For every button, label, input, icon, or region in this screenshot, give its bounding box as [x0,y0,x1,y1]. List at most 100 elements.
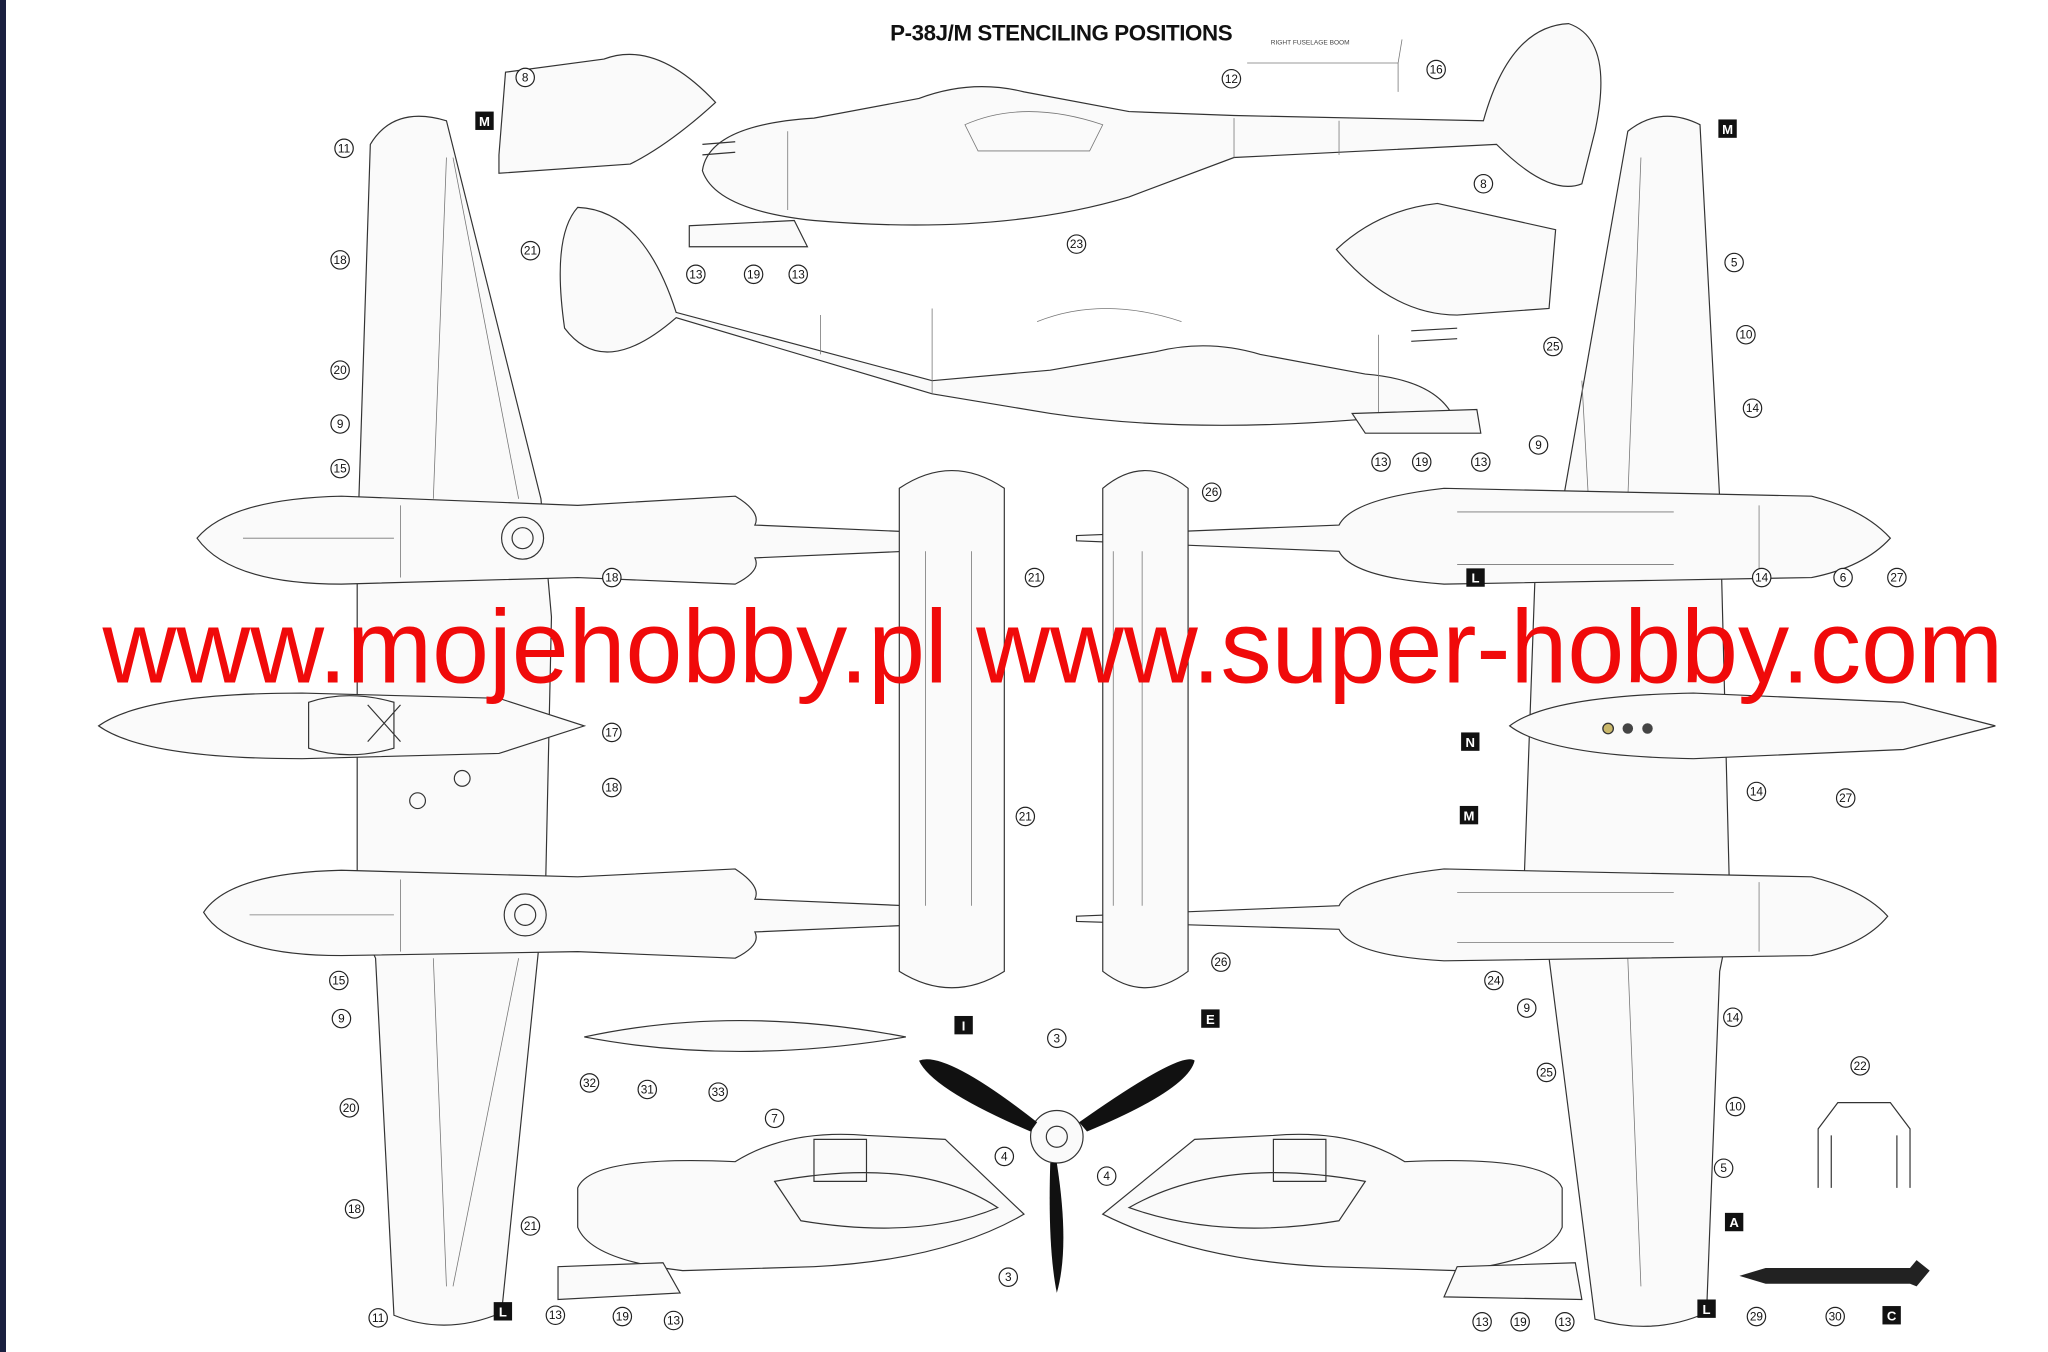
svg-text:6: 6 [1840,571,1847,585]
callout-18: 18 [602,567,622,588]
boom-note: RIGHT FUSELAGE BOOM [1271,40,1350,47]
svg-text:18: 18 [334,253,348,267]
callout-18: 18 [330,250,350,270]
svg-text:M: M [1722,122,1733,137]
callout-25: 25 [1536,1062,1557,1083]
svg-text:8: 8 [1480,177,1487,191]
callout-19: 19 [1510,1312,1530,1332]
svg-text:18: 18 [348,1202,362,1216]
callout-27: 27 [1887,567,1907,588]
callout-23: 23 [1066,234,1087,254]
callout-21: 21 [520,240,541,261]
marker-L: L [493,1302,513,1321]
callout-30: 30 [1825,1306,1845,1327]
svg-text:21: 21 [524,244,537,258]
svg-text:9: 9 [338,1012,345,1026]
callout-15: 15 [330,458,350,479]
svg-text:25: 25 [1540,1065,1554,1079]
svg-text:E: E [1206,1012,1215,1027]
svg-text:17: 17 [605,725,618,739]
svg-text:19: 19 [1415,455,1428,469]
callout-13: 13 [788,264,809,285]
callout-31: 31 [637,1079,658,1100]
callout-9: 9 [330,414,350,434]
callout-10: 10 [1736,324,1756,345]
callout-26: 26 [1211,952,1231,972]
callout-5: 5 [1724,252,1744,273]
callout-6: 6 [1833,567,1853,588]
marker-L: L [1697,1299,1716,1318]
callout-3: 3 [1047,1028,1067,1049]
svg-text:7: 7 [771,1111,778,1125]
watermark: www.mojehobby.pl www.super-hobby.com [102,589,2004,705]
svg-text:26: 26 [1205,485,1219,499]
svg-text:13: 13 [1474,455,1488,469]
svg-text:3: 3 [1054,1031,1061,1045]
svg-text:13: 13 [1374,455,1388,469]
callout-8: 8 [1473,173,1494,194]
top-view-planform [97,115,1005,1326]
bottom-details [557,1020,1930,1301]
marker-L: L [1466,568,1485,587]
bottom-view-planform [1075,115,1996,1327]
svg-text:11: 11 [372,1311,384,1325]
callout-13: 13 [663,1310,684,1331]
svg-text:13: 13 [689,267,703,281]
callout-15: 15 [329,970,349,991]
svg-text:13: 13 [549,1308,563,1322]
svg-text:21: 21 [1028,571,1041,585]
callout-16: 16 [1426,59,1446,80]
svg-text:16: 16 [1430,63,1444,77]
svg-text:L: L [1472,571,1480,586]
svg-text:14: 14 [1746,401,1760,415]
callout-33: 33 [708,1082,728,1102]
svg-text:22: 22 [1854,1059,1867,1073]
callout-29: 29 [1746,1306,1767,1327]
svg-text:13: 13 [792,267,806,281]
callout-20: 20 [330,360,350,380]
svg-text:23: 23 [1070,237,1084,251]
callout-32: 32 [579,1073,600,1093]
callout-14: 14 [1746,781,1767,802]
svg-text:9: 9 [1523,1001,1530,1015]
callout-13: 13 [686,264,706,285]
svg-text:27: 27 [1890,571,1903,585]
callout-14: 14 [1751,567,1772,588]
callout-9: 9 [331,1008,352,1029]
callout-17: 17 [602,722,622,743]
callout-19: 19 [612,1306,633,1327]
marker-C: C [1882,1306,1901,1325]
callout-21: 21 [1015,806,1036,827]
callout-8: 8 [515,67,535,88]
svg-text:18: 18 [605,781,619,795]
svg-text:9: 9 [337,417,344,431]
svg-text:32: 32 [583,1076,596,1090]
prop-blade-2 [1079,1059,1195,1132]
svg-text:10: 10 [1739,328,1753,342]
svg-text:14: 14 [1726,1010,1740,1024]
svg-text:19: 19 [1514,1315,1527,1329]
svg-text:3: 3 [1005,1270,1012,1284]
side-view-upper [498,23,1602,434]
callout-12: 12 [1221,68,1242,89]
rocket-shape [1739,1260,1930,1287]
callout-5: 5 [1713,1158,1734,1179]
svg-text:29: 29 [1750,1310,1763,1324]
prop-blade-3 [1049,1162,1064,1293]
callout-13: 13 [545,1305,566,1326]
svg-text:4: 4 [1001,1149,1008,1163]
callout-7: 7 [764,1108,785,1129]
svg-text:M: M [479,114,490,129]
callout-14: 14 [1723,1007,1743,1028]
diagram-title: P-38J/M STENCILING POSITIONS [890,21,1232,46]
callout-13: 13 [1555,1312,1575,1332]
callout-4: 4 [1096,1166,1117,1186]
marker-M: M [1718,119,1737,138]
callout-20: 20 [339,1098,360,1118]
svg-text:4: 4 [1103,1169,1110,1183]
callout-26: 26 [1201,482,1222,503]
callout-10: 10 [1725,1096,1746,1117]
svg-text:13: 13 [1476,1315,1490,1329]
svg-text:19: 19 [616,1310,629,1324]
